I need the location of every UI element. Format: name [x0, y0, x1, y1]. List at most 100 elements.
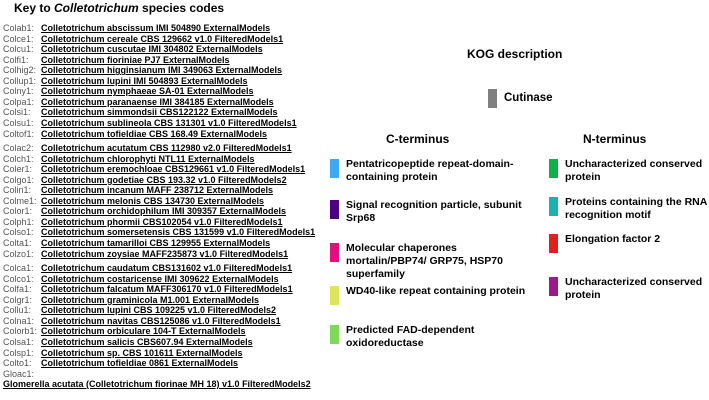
- species-name: Colletotrichum nymphaeae SA-01 ExternalM…: [41, 86, 254, 97]
- legend-label: Signal recognition particle, subunit Srp…: [346, 199, 522, 224]
- legend-item: WD40-like repeat containing protein: [330, 285, 526, 305]
- species-code: Colgo1:: [3, 174, 35, 185]
- species-name: Colletotrichum abscissum IMI 504890 Exte…: [41, 23, 271, 33]
- species-code: Coltof1:: [3, 128, 35, 139]
- species-name: Colletotrichum salicis CBS607.94 Externa…: [41, 336, 253, 347]
- species-code: Colzo1:: [3, 248, 34, 259]
- species-code: Colsp1:: [3, 347, 34, 358]
- page-title: Key to Colletotrichum species codes: [14, 1, 225, 15]
- species-name: Colletotrichum cereale CBS 129662 v1.0 F…: [41, 33, 284, 44]
- legend-label: Uncharacterized conserved protein: [565, 158, 703, 183]
- species-name: Colletotrichum navitas CBS125086 v1.0 Fi…: [41, 315, 281, 326]
- legend-label: Elongation factor 2: [565, 233, 661, 245]
- species-name: Colletotrichum tamarilloi CBS 129955 Ext…: [41, 238, 271, 248]
- species-code: Colna1:: [3, 315, 35, 326]
- legend-label: Cutinase: [504, 92, 553, 104]
- species-code: Colfa1:: [3, 284, 32, 295]
- c-terminus-header: C-terminus: [386, 132, 450, 146]
- species-name: Colletotrichum cuscutae IMI 304802 Exter…: [41, 44, 263, 55]
- color-swatch: [330, 286, 339, 305]
- species-code: Colto1:: [3, 358, 32, 369]
- legend-item: Proteins containing the RNA recognition …: [549, 196, 709, 222]
- species-code: Colca1:: [3, 263, 34, 274]
- species-name: Colletotrichum fioriniae PJ7 ExternalMod…: [41, 54, 230, 65]
- legend-item: Predicted FAD-dependent oxidoreductase: [330, 324, 526, 350]
- species-name: Colletotrichum simmondsii CBS122122 Exte…: [41, 107, 278, 118]
- species-code: Colpa1:: [3, 96, 35, 107]
- species-code: Colso1:: [3, 227, 34, 238]
- species-code: Colch1:: [3, 153, 34, 164]
- legend-item: Elongation factor 2: [549, 233, 709, 253]
- legend-label: Predicted FAD-dependent oxidoreductase: [346, 324, 475, 349]
- color-swatch: [330, 200, 339, 219]
- species-code: Colac2:: [3, 143, 34, 154]
- species-name: Colletotrichum higginsianum IMI 349063 E…: [41, 65, 283, 76]
- species-code: Colorb1:: [3, 326, 38, 337]
- species-name: Glomerella acutata (Colletotrichum fiori…: [3, 379, 311, 390]
- legend-label: Proteins containing the RNA recognition …: [565, 196, 707, 221]
- color-swatch: [330, 325, 339, 344]
- species-name: Colletotrichum orchidophilum IMI 309357 …: [41, 206, 287, 217]
- species-code: Colhig2:: [3, 65, 37, 76]
- species-name: Colletotrichum godetiae CBS 193.32 v1.0 …: [41, 174, 287, 185]
- legend-item: Pentatricopeptide repeat-domain-containi…: [330, 158, 526, 184]
- color-swatch: [549, 234, 558, 253]
- species-code: Colta1:: [3, 238, 32, 248]
- species-name: Colletotrichum costaricense IMI 309622 E…: [41, 273, 279, 284]
- species-name: Colletotrichum paranaense IMI 384185 Ext…: [41, 96, 274, 107]
- species-name: Colletotrichum eremochloae CBS129661 v1.…: [41, 164, 306, 175]
- species-code: Collu1:: [3, 305, 32, 316]
- legend-label: Uncharacterized conserved protein: [565, 276, 703, 301]
- legend-item: Uncharacterized conserved protein: [549, 158, 709, 184]
- species-code: Colme1:: [3, 195, 37, 206]
- color-swatch: [549, 197, 558, 216]
- species-code: Colph1:: [3, 216, 35, 227]
- species-name: Colletotrichum lupini CBS 109225 v1.0 Fi…: [41, 305, 277, 316]
- legend-label: Molecular chaperones mortalin/PBP74/ GRP…: [346, 242, 503, 280]
- species-code: Colgr1:: [3, 294, 33, 305]
- species-name: Colletotrichum sp. CBS 101611 ExternalMo…: [41, 347, 243, 358]
- legend-item-cutinase: Cutinase: [488, 88, 553, 108]
- color-swatch: [488, 89, 497, 108]
- species-code: Colfi1:: [3, 54, 29, 65]
- species-code: Colsu1:: [3, 117, 34, 128]
- species-code: Colcu1:: [3, 44, 34, 55]
- legend-item: Signal recognition particle, subunit Srp…: [330, 199, 526, 225]
- species-code: Colce1:: [3, 33, 34, 44]
- color-swatch: [549, 277, 558, 296]
- species-code: Collup1:: [3, 75, 37, 86]
- species-code: Color1:: [3, 206, 33, 217]
- species-name: Colletotrichum tofieldiae 0861 ExternalM…: [41, 358, 239, 369]
- species-code: Coler1:: [3, 164, 33, 175]
- color-swatch: [330, 159, 339, 178]
- species-name: Colletotrichum caudatum CBS131602 v1.0 F…: [41, 263, 293, 274]
- species-name: Colletotrichum graminicola M1.001 Extern…: [41, 294, 260, 305]
- species-code: Colny1:: [3, 86, 34, 97]
- species-name: Colletotrichum phormii CBS102054 v1.0 Fi…: [41, 216, 283, 227]
- species-name: Colletotrichum zoysiae MAFF235873 v1.0 F…: [41, 248, 289, 259]
- n-terminus-header: N-terminus: [583, 132, 647, 146]
- species-name: Colletotrichum falcatum MAFF306170 v1.0 …: [41, 284, 293, 295]
- legend-item: Molecular chaperones mortalin/PBP74/ GRP…: [330, 242, 526, 281]
- species-name: Colletotrichum lupini IMI 504893 Externa…: [41, 75, 248, 86]
- species-code: Colco1:: [3, 273, 34, 284]
- species-name: Colletotrichum sublineola CBS 131301 v1.…: [41, 117, 297, 128]
- species-name: Colletotrichum orbiculare 104-T External…: [41, 326, 246, 337]
- species-code: Colsi1:: [3, 107, 31, 118]
- species-name: Colletotrichum melonis CBS 134730 Extern…: [41, 195, 265, 206]
- kog-header: KOG description: [467, 47, 563, 61]
- species-name: Colletotrichum somersetensis CBS 131599 …: [41, 227, 316, 238]
- species-code: Gloac1:: [3, 368, 35, 379]
- species-name: Colletotrichum tofieldiae CBS 168.49 Ext…: [41, 128, 268, 139]
- species-name: Colletotrichum incanum MAFF 238712 Exter…: [41, 185, 274, 196]
- species-name: Colletotrichum acutatum CBS 112980 v2.0 …: [41, 143, 292, 154]
- species-code: Colab1:: [3, 23, 35, 33]
- legend-label: Pentatricopeptide repeat-domain-containi…: [346, 158, 514, 183]
- color-swatch: [330, 243, 339, 262]
- species-code: Colsa1:: [3, 336, 34, 347]
- species-code: Colin1:: [3, 185, 32, 196]
- species-name: Colletotrichum chlorophyti NTL11 Externa…: [41, 153, 255, 164]
- legend-label: WD40-like repeat containing protein: [346, 285, 526, 297]
- legend-item: Uncharacterized conserved protein: [549, 276, 709, 302]
- color-swatch: [549, 159, 558, 178]
